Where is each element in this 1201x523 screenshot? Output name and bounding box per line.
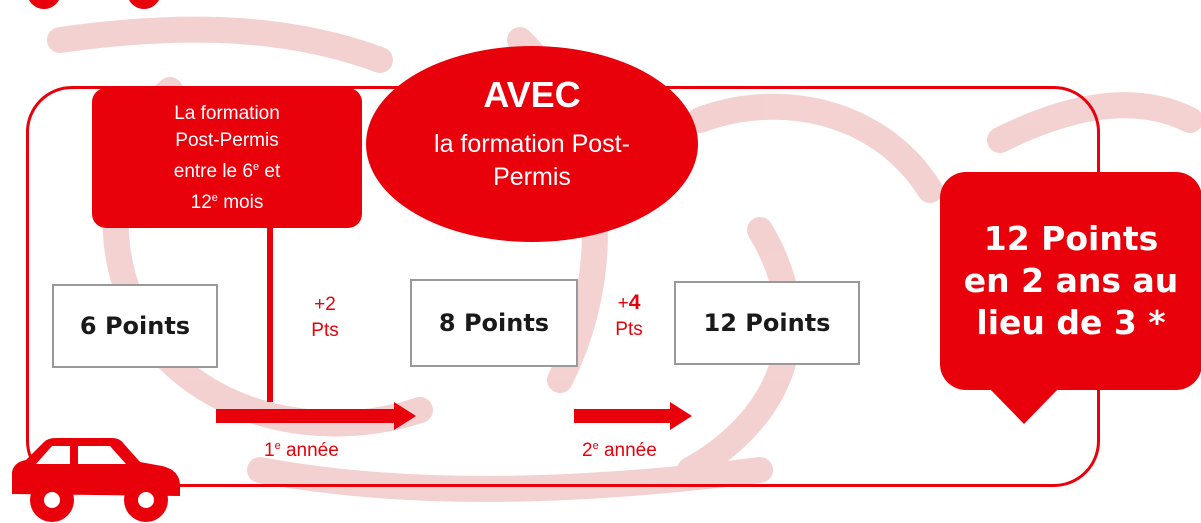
gain-plus-4: +4 Pts [615,291,643,340]
result-callout: 12 Points en 2 ans au lieu de 3 * [940,172,1201,390]
formation-line-3: entre le 6e et [173,161,281,182]
car-icon [12,438,180,522]
year-2-label: 2e année [582,440,657,461]
avec-ellipse: AVEC la formation Post- Permis [366,46,698,242]
result-callout-tail [987,386,1061,424]
year-1-label: 1e année [264,440,339,461]
points-box-8: 8 Points [410,279,578,367]
points-box-6: 6 Points [52,284,218,368]
car-icon-top [29,0,159,9]
arrow-year-1 [216,402,416,430]
arrow-year-2 [574,402,692,430]
avec-subtitle: la formation Post- Permis [434,130,630,191]
gain-plus-2: +2 Pts [311,294,339,341]
avec-title: AVEC [483,74,581,115]
formation-callout: La formation Post-Permis entre le 6e et … [92,88,362,228]
formation-connector-line [267,226,273,402]
points-box-12: 12 Points [674,281,860,365]
formation-line-2: Post-Permis [175,130,279,151]
formation-line-4: 12e mois [190,192,264,213]
formation-line-1: La formation [174,103,280,124]
